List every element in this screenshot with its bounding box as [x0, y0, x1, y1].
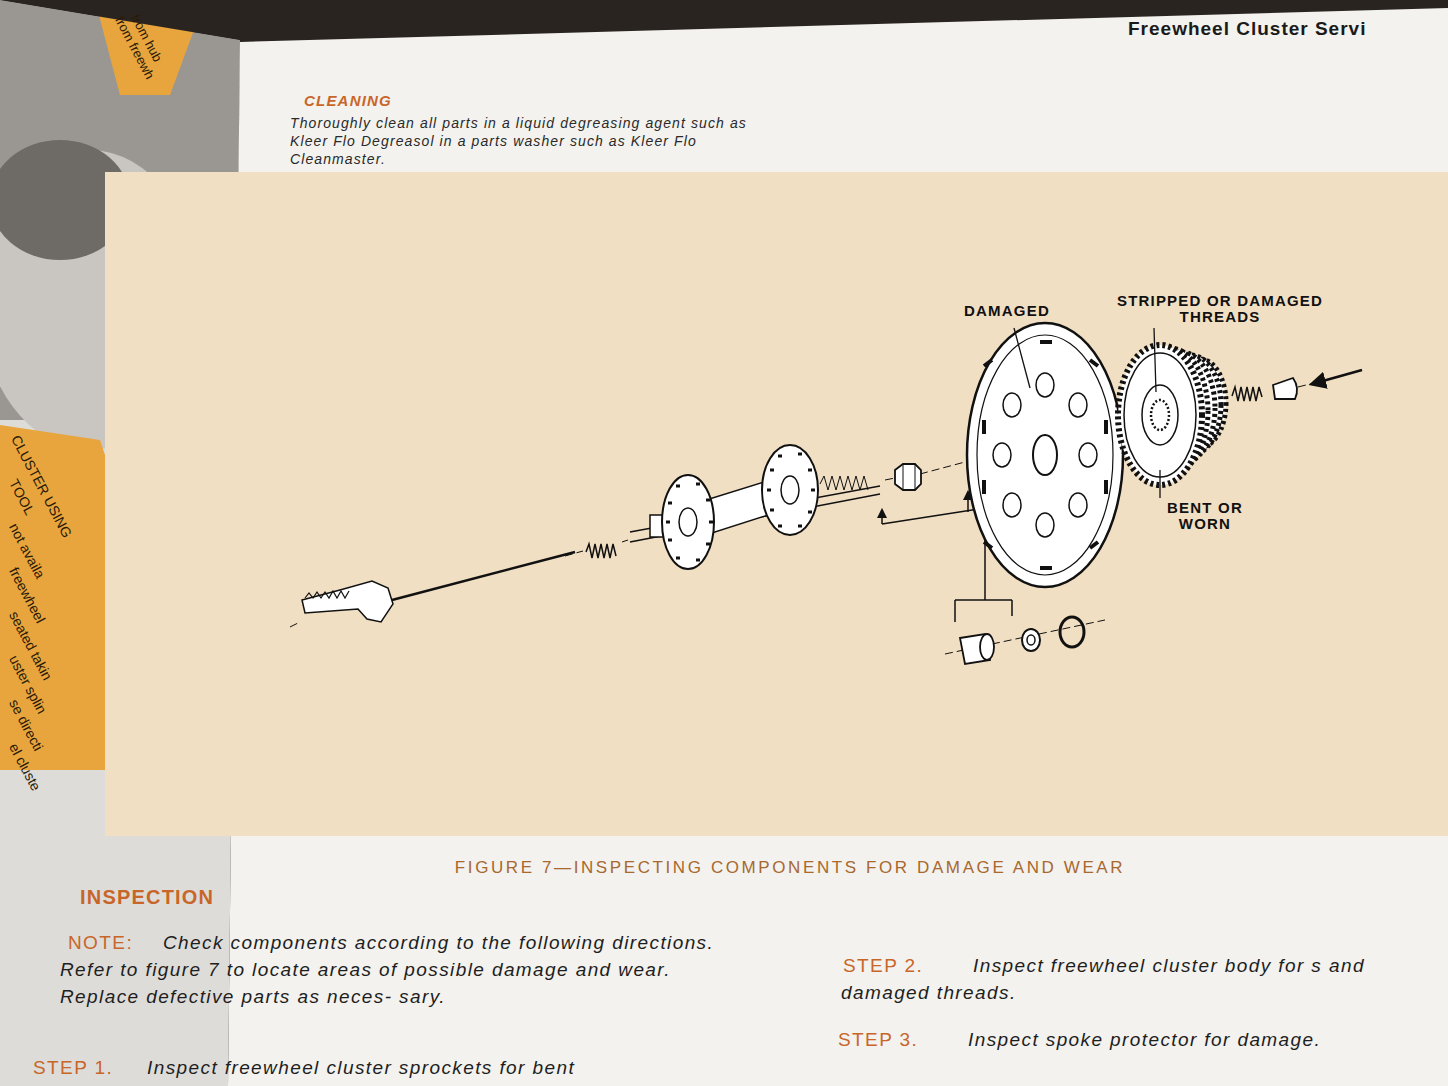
direction-arrow — [1312, 370, 1362, 384]
freewheel-cluster — [1118, 345, 1226, 485]
skewer-rod — [392, 552, 575, 600]
section-heading: INSPECTION — [80, 886, 214, 909]
leader-line — [1154, 328, 1156, 392]
body-threads — [1151, 400, 1169, 430]
page-title: Freewheel Cluster Servi — [1128, 18, 1366, 40]
protector-hole — [1069, 393, 1087, 417]
nut-facet — [903, 464, 915, 490]
protector-holes — [993, 373, 1097, 537]
protector-bore — [1033, 435, 1057, 475]
protector-hole — [1079, 443, 1097, 467]
washer — [1022, 629, 1040, 651]
note-label: NOTE: — [68, 929, 133, 956]
leader-line — [1159, 470, 1160, 498]
protector-hole — [1036, 513, 1054, 537]
figure-panel — [105, 172, 1448, 836]
step-text: Inspect spoke protector for damage. — [968, 1026, 1321, 1053]
centre-line — [290, 379, 1330, 627]
part-callout: DAMAGED — [945, 303, 1069, 319]
protector-hole — [1003, 393, 1021, 417]
flange-bore — [679, 508, 697, 536]
section-heading: CLEANING — [304, 92, 392, 109]
hub-flange — [762, 445, 818, 535]
spring — [586, 544, 616, 558]
part-callout: STRIPPED OR DAMAGED THREADS — [1100, 293, 1340, 325]
protector-hole — [1003, 493, 1021, 517]
skewer-lever — [302, 581, 393, 622]
sprocket-teeth — [1118, 345, 1202, 485]
spring — [1232, 387, 1262, 401]
body-paragraph: Thoroughly clean all parts in a liquid d… — [290, 114, 790, 168]
spoke-holes — [767, 454, 815, 526]
sprocket — [1124, 353, 1196, 477]
protector-hole — [1069, 493, 1087, 517]
washer-hole — [1027, 635, 1035, 645]
flange-bore — [781, 476, 799, 504]
hub-flange — [662, 475, 714, 569]
protector-hole — [1036, 373, 1054, 397]
spacer-tube — [980, 634, 994, 660]
note-text: Check components according to the follow… — [60, 929, 720, 1010]
axle-nut — [895, 464, 921, 490]
step-number: STEP 2. — [843, 952, 923, 979]
step-number: STEP 3. — [838, 1026, 918, 1053]
leader-arrow — [967, 492, 969, 512]
freewheel-body — [1142, 385, 1178, 445]
step-text: Inspect freewheel cluster body for s and… — [841, 952, 1431, 1006]
spoke-protector — [967, 323, 1123, 587]
part-callout: BENT OR WORN — [1140, 500, 1270, 532]
step-number: STEP 1. — [33, 1054, 113, 1081]
o-ring — [1060, 617, 1084, 647]
skewer-nut — [1273, 378, 1297, 399]
spoke-holes — [666, 484, 713, 560]
spoke-protector-rim — [977, 335, 1113, 575]
leader-line — [1014, 328, 1030, 388]
protector-hole — [993, 443, 1011, 467]
lever-serration — [305, 591, 349, 598]
step-text: Inspect freewheel cluster sprockets for … — [147, 1054, 575, 1081]
figure-caption: FIGURE 7—INSPECTING COMPONENTS FOR DAMAG… — [300, 858, 1280, 878]
axle-thread — [820, 476, 868, 490]
protector-slots — [984, 342, 1106, 568]
leader-arrow — [881, 510, 883, 524]
